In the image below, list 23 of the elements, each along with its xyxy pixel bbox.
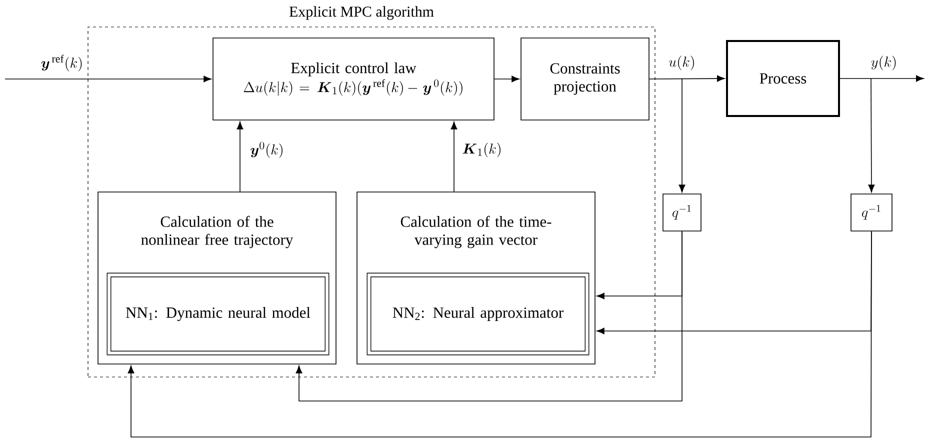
node-label: Explicit MPC algorithm (289, 6, 434, 20)
arrow (649, 75, 725, 82)
block-box: Explicit control law $\Delta u(k|k)\mkern-2mu=\boldsymbol{K}_1(k)(\boldsymbol{y}^{\,\mathrm{ref}}(k)\mkern-2mu-\boldsymbol{y}^{\,0}(k))$ (212, 38, 494, 120)
model-box: NN$_{1}$: Dynamic neural model (106, 272, 330, 356)
arrow (4, 76, 212, 82)
edge-label: $\boldsymbol{y}^0(k)$ (249, 141, 285, 159)
arrow (236, 122, 244, 192)
arrow (868, 78, 875, 192)
edge-label: $\boldsymbol{K}_1(k)$ (461, 142, 503, 158)
delay-box: $q^{-1}$ (850, 194, 892, 232)
block-box: Constraints projection (520, 38, 650, 120)
edge-label: $y(k)$ (870, 54, 898, 72)
arrow (840, 75, 924, 82)
model-box: NN$_{2}$: Neural approximator (366, 272, 590, 356)
process-box: Process (726, 40, 840, 117)
arrow (678, 78, 686, 192)
arrow (296, 231, 682, 402)
arrow (128, 231, 872, 438)
edge-label: $\boldsymbol{y}^{\,\mathrm{ref}}(k)$ (40, 54, 84, 72)
arrow (450, 122, 458, 192)
arrow (494, 76, 520, 82)
edge-label: $u(k)$ (668, 54, 696, 72)
delay-box: $q^{-1}$ (662, 194, 702, 232)
